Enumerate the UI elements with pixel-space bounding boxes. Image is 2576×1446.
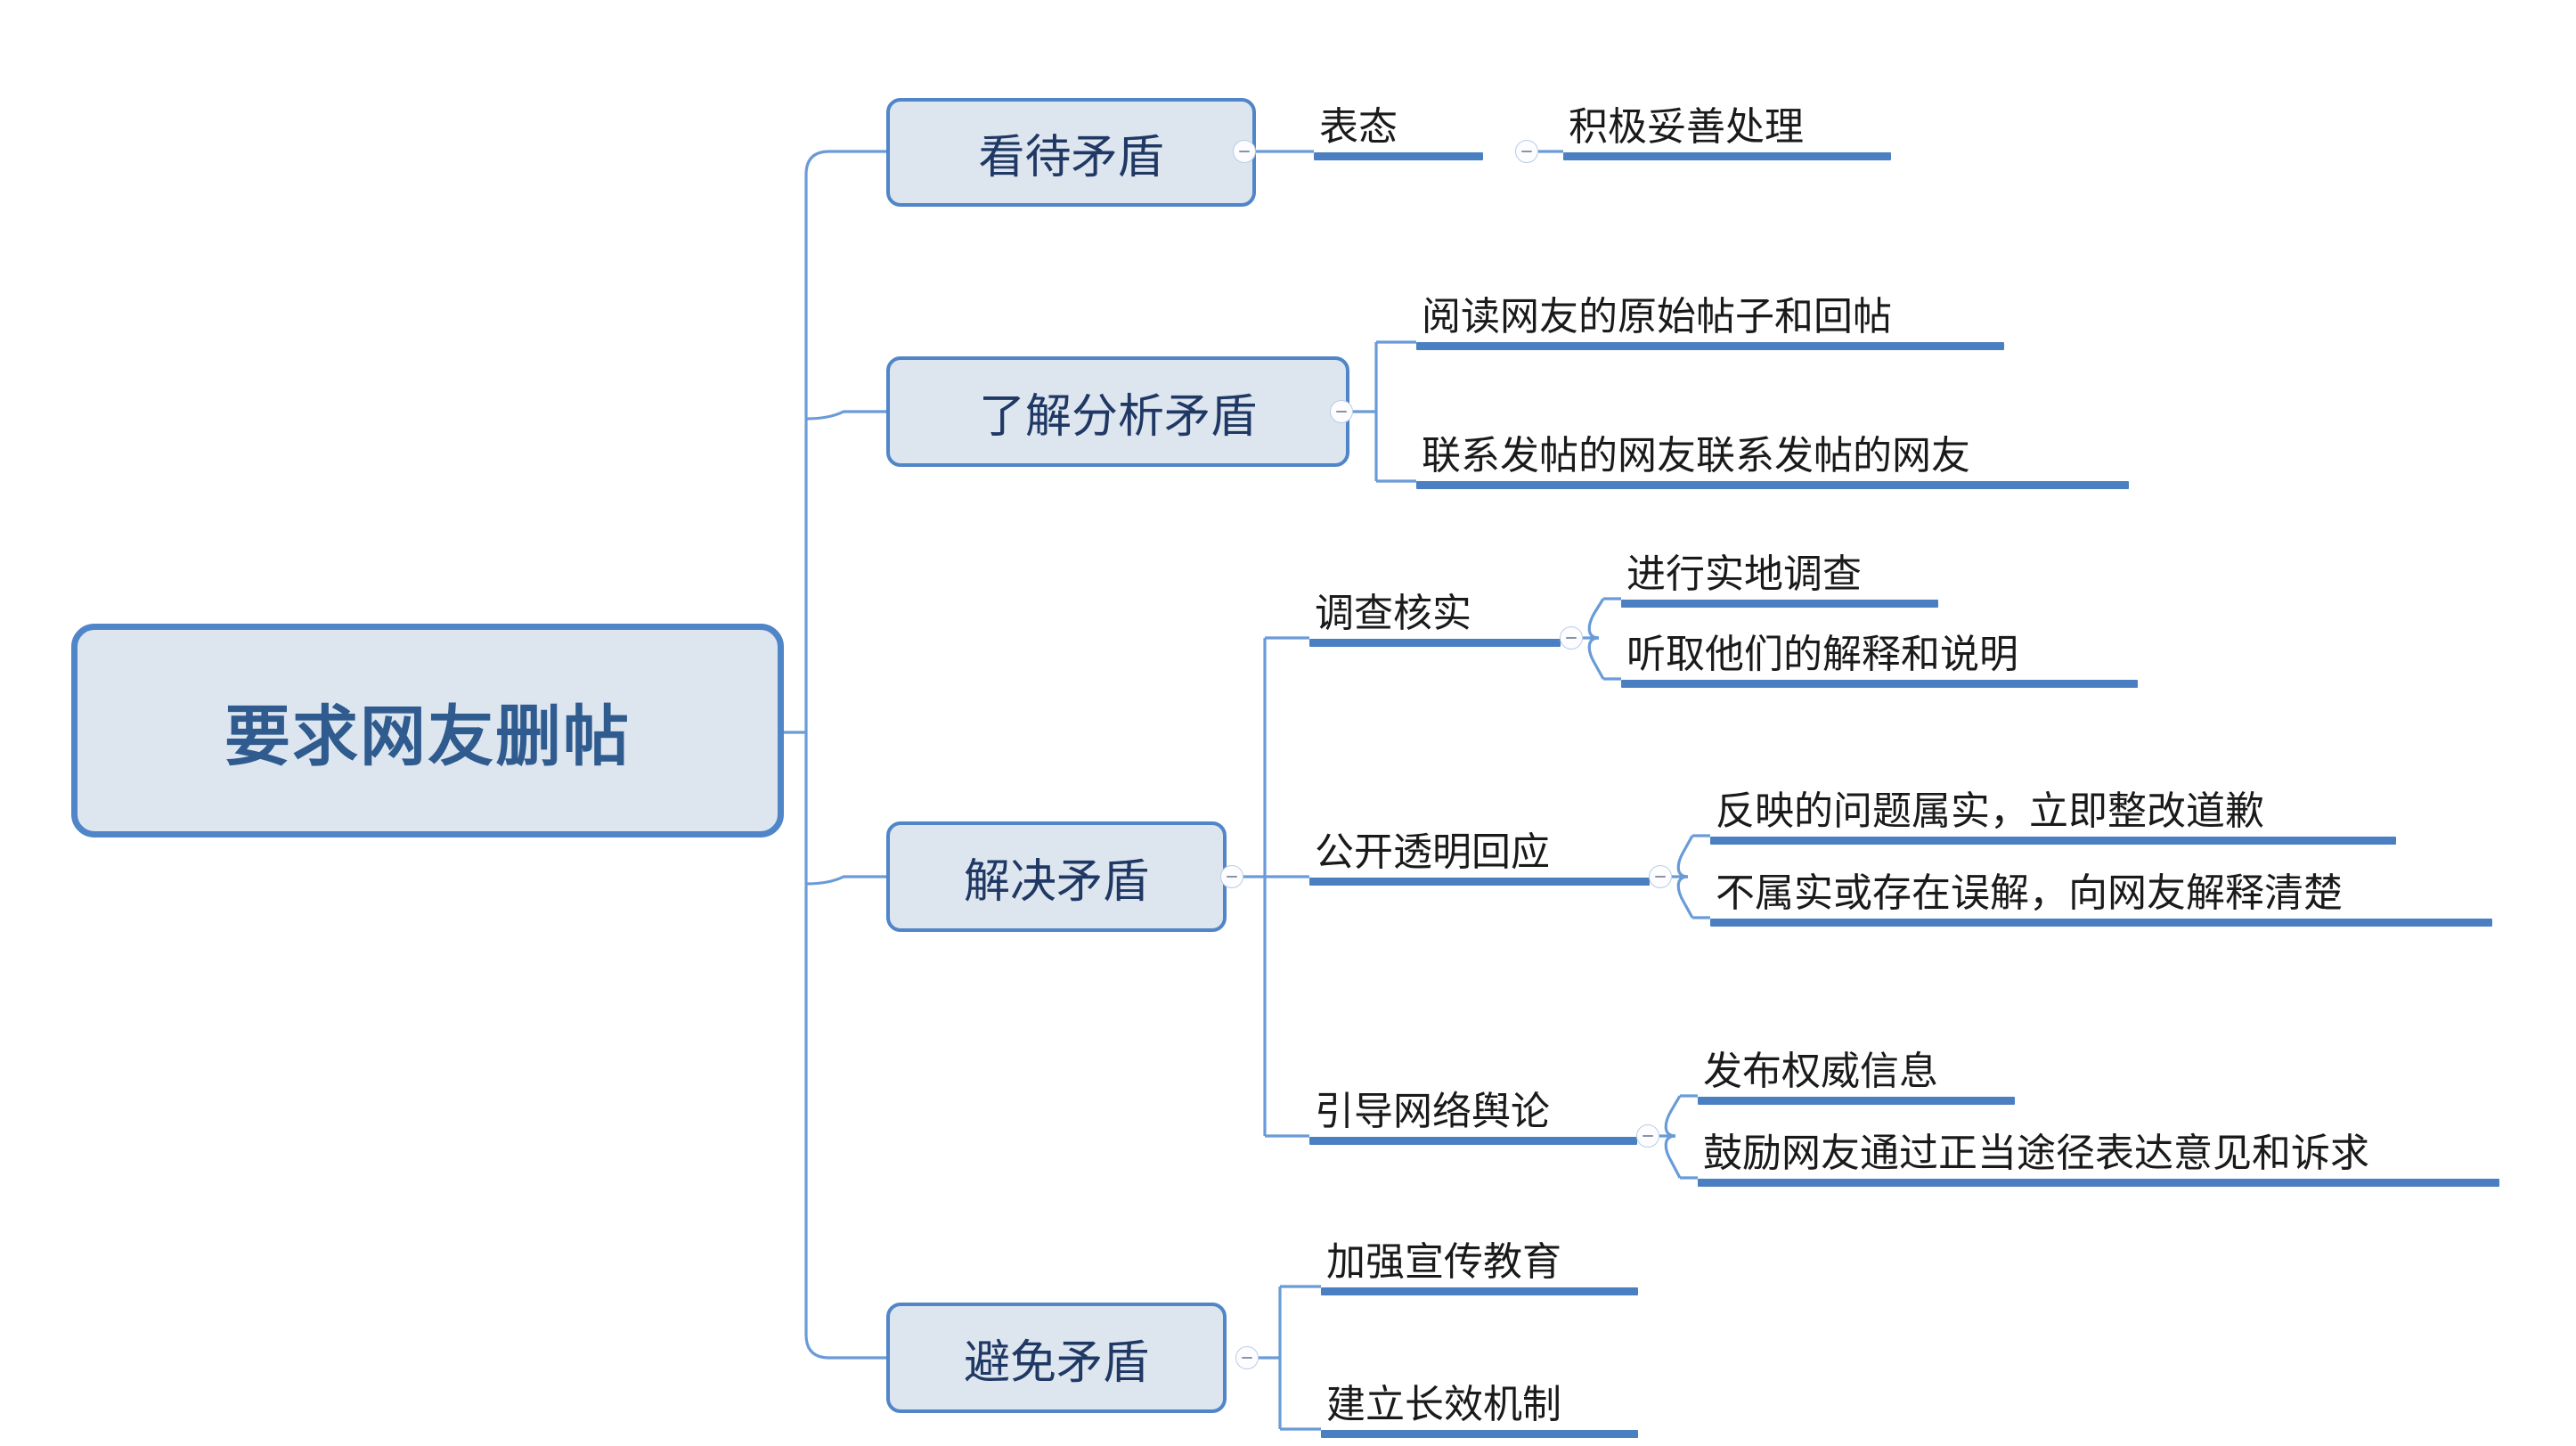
branch-node-2-label: 了解分析矛盾 [978,390,1257,443]
branch-node-1-label: 看待矛盾 [978,131,1164,184]
text-node-biaotai[interactable]: 表态 [1314,82,1483,160]
minus-icon [1239,150,1250,153]
branch-node-3-label: 解决矛盾 [963,855,1149,908]
text-node-tingqu[interactable]: 听取他们的解释和说明 [1621,609,2138,688]
text-node-diaocha[interactable]: 调查核实 [1309,568,1561,647]
underline [1563,152,1891,160]
underline [1309,878,1650,886]
underline [1309,1137,1637,1145]
collapse-toggle-diaocha[interactable] [1560,626,1583,649]
text-node-fanying[interactable]: 反映的问题属实，立即整改道歉 [1710,766,2396,845]
underline [1621,600,1938,608]
branch-node-1[interactable]: 看待矛盾 [886,98,1256,207]
text-node-yindao-label: 引导网络舆论 [1315,1089,1550,1133]
text-node-yuedu[interactable]: 阅读网友的原始帖子和回帖 [1416,272,2004,350]
branch-node-2[interactable]: 了解分析矛盾 [886,356,1349,467]
branch-node-3[interactable]: 解决矛盾 [886,821,1227,932]
text-node-jijituoshan[interactable]: 积极妥善处理 [1563,82,1891,160]
minus-icon [1566,636,1577,640]
underline [1321,1287,1638,1295]
underline [1416,481,2129,489]
text-node-lianxi[interactable]: 联系发帖的网友联系发帖的网友 [1416,411,2129,489]
text-node-fanying-label: 反映的问题属实，立即整改道歉 [1716,788,2264,833]
text-node-shidi[interactable]: 进行实地调查 [1621,529,1938,608]
text-node-lianxi-label: 联系发帖的网友联系发帖的网友 [1422,433,1970,478]
root-node-label: 要求网友删帖 [224,698,631,773]
branch-node-4[interactable]: 避免矛盾 [886,1303,1227,1413]
text-node-fabu-label: 发布权威信息 [1703,1049,1938,1093]
text-node-jiaqiang[interactable]: 加强宣传教育 [1321,1217,1638,1295]
collapse-toggle-gongkai[interactable] [1649,865,1672,888]
text-node-jiaqiang-label: 加强宣传教育 [1326,1239,1561,1284]
branch-node-4-label: 避免矛盾 [963,1336,1149,1389]
text-node-gongkai-label: 公开透明回应 [1315,829,1550,874]
minus-icon [1242,1356,1252,1360]
collapse-toggle-yindao[interactable] [1636,1124,1659,1148]
underline [1698,1179,2499,1187]
collapse-toggle-biaotai[interactable] [1515,140,1538,163]
underline [1710,837,2396,845]
minus-icon [1643,1134,1653,1138]
text-node-jianli[interactable]: 建立长效机制 [1321,1360,1638,1438]
minus-icon [1655,875,1666,878]
underline [1621,680,2138,688]
underline [1698,1097,2015,1105]
text-node-bushushi[interactable]: 不属实或存在误解，向网友解释清楚 [1710,848,2492,927]
minus-icon [1227,875,1237,878]
collapse-toggle-branch-2[interactable] [1330,400,1353,423]
text-node-bushushi-label: 不属实或存在误解，向网友解释清楚 [1716,870,2343,915]
collapse-toggle-branch-3[interactable] [1220,865,1243,888]
root-node[interactable]: 要求网友删帖 [71,624,784,837]
text-node-jianli-label: 建立长效机制 [1326,1382,1561,1426]
collapse-toggle-branch-4[interactable] [1235,1346,1259,1369]
text-node-biaotai-label: 表态 [1319,104,1398,149]
text-node-gongkai[interactable]: 公开透明回应 [1309,807,1650,886]
underline [1416,342,2004,350]
underline [1321,1430,1638,1438]
underline [1710,919,2492,927]
text-node-jijituoshan-label: 积极妥善处理 [1569,104,1804,149]
collapse-toggle-branch-1[interactable] [1233,140,1256,163]
text-node-shidi-label: 进行实地调查 [1626,551,1862,596]
text-node-guli-label: 鼓励网友通过正当途径表达意见和诉求 [1703,1131,2369,1175]
text-node-yindao[interactable]: 引导网络舆论 [1309,1066,1637,1145]
text-node-tingqu-label: 听取他们的解释和说明 [1626,632,2018,676]
underline [1314,152,1483,160]
text-node-diaocha-label: 调查核实 [1315,591,1471,635]
text-node-yuedu-label: 阅读网友的原始帖子和回帖 [1422,294,1892,339]
minus-icon [1336,410,1347,413]
text-node-fabu[interactable]: 发布权威信息 [1698,1026,2015,1105]
minus-icon [1521,150,1532,153]
text-node-guli[interactable]: 鼓励网友通过正当途径表达意见和诉求 [1698,1108,2499,1187]
underline [1309,639,1561,647]
